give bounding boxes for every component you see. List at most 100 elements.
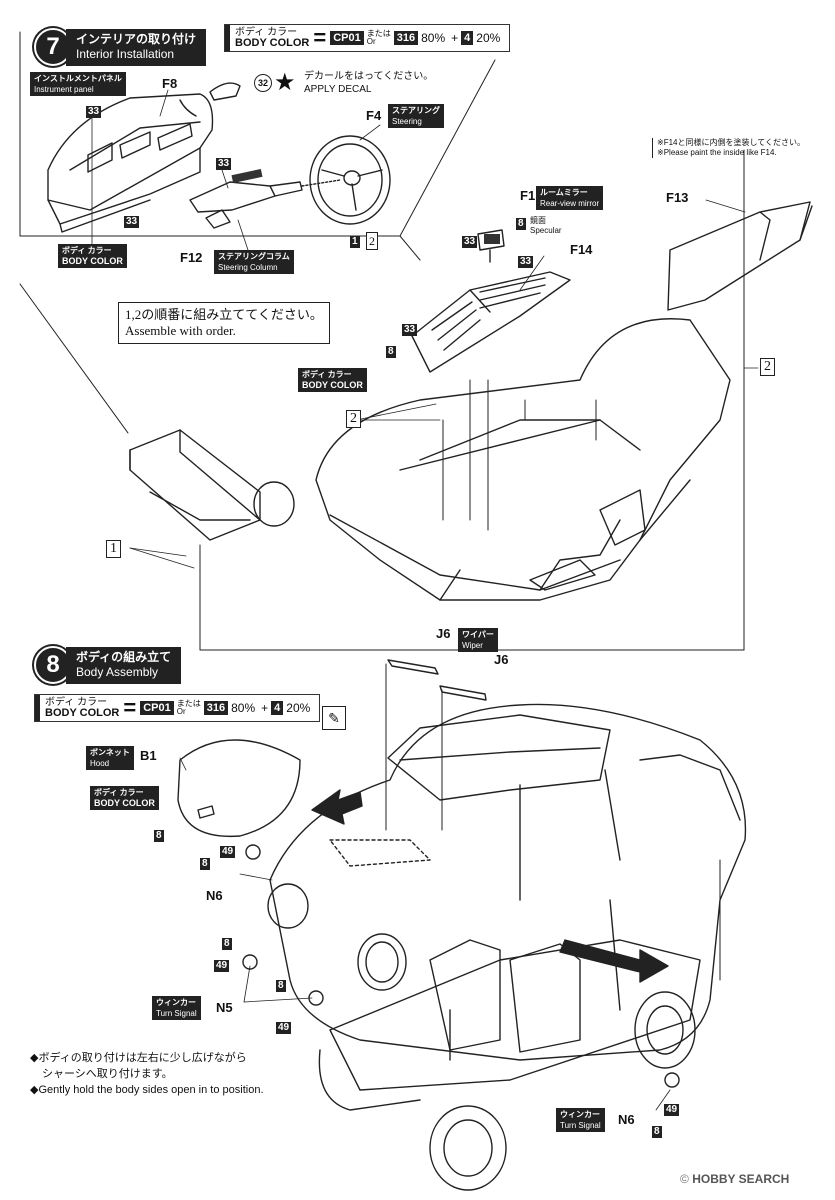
step7-bc-small-jp: ボディ カラー — [62, 246, 112, 255]
ts-paint-8-d: 8 — [652, 1126, 662, 1138]
rear-view-mirror-en: Rear-view mirror — [540, 199, 600, 208]
step7-bc-equals: = — [313, 25, 327, 50]
step7-bc-pct3: 20% — [476, 31, 501, 45]
step7-bc-or-jp: または — [366, 29, 391, 38]
front-panel-drawing — [129, 429, 295, 541]
ts-paint-8-c: 8 — [276, 980, 286, 992]
step7-callout-frame — [19, 31, 496, 237]
ts-paint-8-a: 8 — [200, 858, 210, 870]
instrument-panel-en: Instrument panel — [34, 85, 94, 94]
rear-seat-drawing — [411, 271, 571, 373]
step8-bc-equals: = — [123, 695, 137, 720]
step8-bc-label: ボディ カラー BODY COLOR — [45, 697, 119, 719]
direction-arrow-back — [559, 939, 669, 983]
step8-header: 8 ボディの組み立て Body Assembly — [34, 646, 182, 684]
step7-header: 7 インテリアの取り付け Interior Installation — [34, 28, 207, 66]
part-b1: B1 — [140, 748, 157, 763]
step8-title-jp: ボディの組み立て — [76, 649, 172, 664]
rear-view-mirror-drawing — [477, 229, 505, 251]
wiper-en: Wiper — [462, 641, 483, 650]
turn-signal-a-en: Turn Signal — [156, 1009, 197, 1018]
wiper-jp: ワイパー — [462, 630, 494, 639]
step7-bc-pct2: 80% — [421, 31, 446, 45]
decal-note-en: APPLY DECAL — [304, 84, 372, 95]
steering-column-tag: ステアリングコラム Steering Column — [214, 250, 294, 274]
wiper-tag: ワイパー Wiper — [458, 628, 498, 652]
part-j6-a: J6 — [436, 626, 451, 641]
step8-bc-or-jp: または — [176, 699, 201, 708]
steering-column-jp: ステアリングコラム — [218, 252, 290, 261]
step8-bc-paint3: 4 — [271, 701, 284, 715]
wiper-drawing-1 — [387, 659, 439, 675]
order-box-2-right: 2 — [760, 358, 775, 376]
hood-tag: ボンネット Hood — [86, 746, 134, 770]
part-f8: F8 — [162, 76, 178, 91]
decal-star-icon: ★ — [274, 69, 296, 96]
step7-bc-small: ボディ カラー BODY COLOR — [58, 244, 127, 268]
instrument-panel-drawing — [47, 93, 214, 233]
decal-number: 32 — [254, 74, 272, 92]
watermark: © HOBBY SEARCH — [680, 1172, 789, 1186]
steering-tag: ステアリング Steering — [388, 104, 444, 128]
step8-bc-plus: + — [261, 701, 269, 715]
part-f14: F14 — [570, 242, 593, 257]
step8-bc-or-en: Or — [176, 707, 186, 716]
mirror-paint-33: 33 — [462, 236, 478, 248]
rear-view-mirror-tag: ルームミラー Rear-view mirror — [536, 186, 604, 210]
step7-bc-small-2-en: BODY COLOR — [302, 380, 363, 390]
step7-bc-label-jp: ボディ カラー — [235, 27, 298, 38]
order-1-badge: 1 — [350, 236, 360, 248]
chassis-drawing — [318, 939, 701, 1191]
part-f4: F4 — [366, 108, 382, 123]
order-box-1: 1 — [106, 540, 121, 558]
step8-bc-label-jp: ボディ カラー — [45, 697, 108, 708]
turn-signal-a-jp: ウィンカー — [156, 998, 196, 1007]
wiper-drawing-2 — [439, 685, 487, 701]
part-f1: F1 — [520, 188, 536, 203]
mirror-specular: 鏡面 Specular — [530, 216, 562, 236]
steering-column-en: Steering Column — [218, 263, 278, 272]
paint-33-c: 33 — [124, 216, 140, 228]
decal-note-jp: デカールをはってください。 — [304, 71, 434, 82]
step8-number: 8 — [34, 646, 72, 684]
step8-bc-label-en: BODY COLOR — [45, 707, 120, 719]
instrument-panel-tag: インストルメントパネル Instrument panel — [30, 72, 126, 96]
f13-note: ※F14と同様に内側を塗装してください。 ※Please paint the i… — [652, 138, 805, 158]
step7-bc-small-en: BODY COLOR — [62, 256, 123, 266]
turn-signal-part-b — [242, 954, 258, 970]
step8-bc-pct3: 20% — [286, 701, 311, 715]
part-f12: F12 — [180, 250, 203, 265]
turn-signal-part-a — [245, 844, 261, 860]
step7-bc-paint1: CP01 — [330, 31, 364, 45]
step7-bc-small-2: ボディ カラー BODY COLOR — [298, 368, 367, 392]
ts-paint-49-c: 49 — [276, 1022, 292, 1034]
hood-drawing — [177, 739, 301, 838]
step7-bc-small-2-jp: ボディ カラー — [302, 370, 352, 379]
seat-paint-8: 8 — [386, 346, 396, 358]
ts-paint-8-b: 8 — [222, 938, 232, 950]
car-body-drawing — [267, 703, 747, 1061]
steering-column-drawing — [189, 171, 303, 229]
turn-signal-part-d — [664, 1072, 680, 1088]
f13-note-en: ※Please paint the inside like F14. — [657, 148, 777, 157]
steering-jp: ステアリング — [392, 106, 440, 115]
hood-bc-tag: ボディ カラー BODY COLOR — [90, 786, 159, 810]
turn-signal-b-en: Turn Signal — [560, 1121, 601, 1130]
rear-view-mirror-jp: ルームミラー — [540, 188, 588, 197]
seat-paint-33-b: 33 — [402, 324, 418, 336]
footnote-line-2: シャーシへ取り付けます。 — [42, 1068, 173, 1080]
step7-bc-paint2: 316 — [393, 31, 419, 45]
assemble-note-jp: 1,2の順番に組み立ててください。 — [125, 307, 323, 322]
step7-bc-label: ボディ カラー BODY COLOR — [235, 27, 309, 49]
mirror-specular-en: Specular — [530, 226, 562, 235]
part-j6-b: J6 — [494, 652, 509, 667]
decal-gauge — [209, 82, 241, 101]
instrument-panel-jp: インストルメントパネル — [34, 74, 122, 83]
direction-arrow-front — [311, 789, 363, 825]
step8-title: ボディの組み立て Body Assembly — [66, 646, 182, 684]
watermark-copy: © — [680, 1172, 689, 1186]
seat-paint-33-a: 33 — [518, 256, 534, 268]
ts-paint-49-b: 49 — [214, 960, 230, 972]
part-n6-b: N6 — [618, 1112, 635, 1127]
